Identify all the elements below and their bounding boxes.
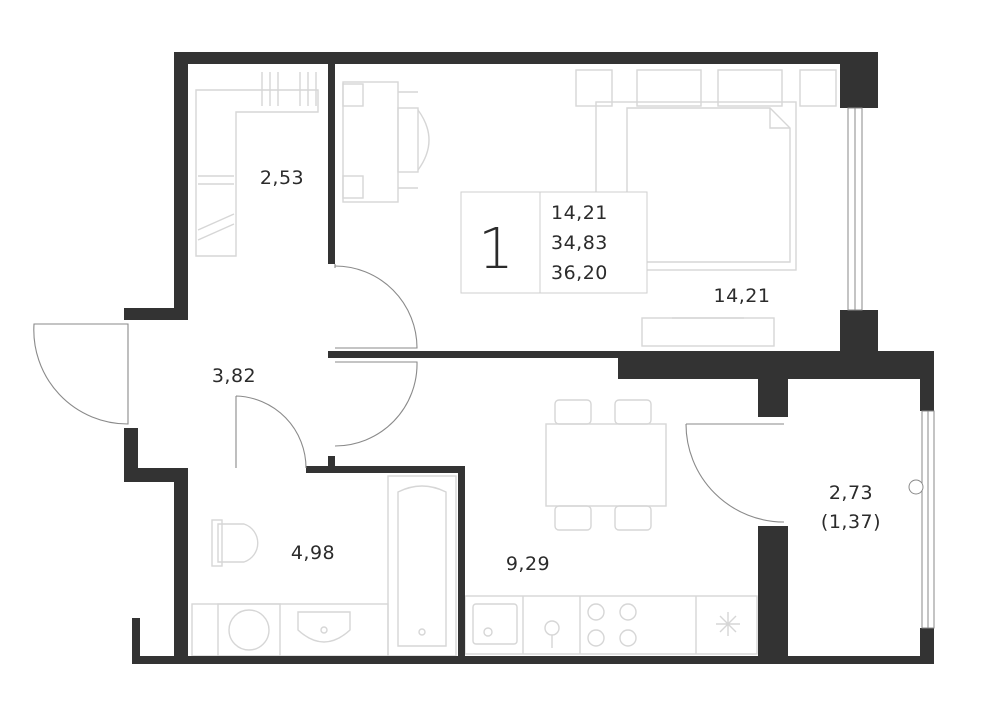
entrance-door — [33, 323, 129, 425]
washing-machine — [217, 603, 281, 657]
desk-chair — [397, 107, 419, 173]
kitchen-area: 9,29 — [506, 553, 550, 575]
bathroom-door — [235, 395, 307, 469]
balcony-reduced-area: (1,37) — [821, 511, 881, 533]
bed — [595, 101, 797, 271]
chair-3 — [554, 505, 592, 531]
room-labels: 2,53 14,21 3,82 4,98 9,29 2,73 (1,37) — [212, 167, 881, 575]
bedroom-door — [334, 265, 418, 349]
dining-table — [545, 423, 667, 507]
stove-burner-4 — [619, 629, 637, 647]
summary-box: 1 14,21 34,83 36,20 — [460, 191, 648, 294]
dishwasher-icon — [544, 620, 560, 636]
stove-burner-1 — [587, 603, 605, 621]
chair-1 — [554, 399, 592, 425]
balcony-door — [685, 423, 785, 523]
windows — [847, 107, 935, 629]
total-area-value: 34,83 — [551, 232, 608, 254]
living-area-value: 14,21 — [551, 202, 608, 224]
desk — [342, 81, 399, 203]
washbasin — [297, 611, 351, 643]
stove-burner-3 — [587, 629, 605, 647]
fan-icon — [716, 612, 740, 636]
toilet — [217, 523, 259, 563]
tv-stand — [641, 317, 775, 347]
rooms-count: 1 — [478, 217, 514, 282]
balcony-area: 2,73 — [829, 482, 873, 504]
doors — [33, 264, 785, 523]
pillow-right — [717, 69, 783, 107]
wardrobe-shelves — [195, 89, 319, 257]
pillow-left — [636, 69, 702, 107]
walls — [124, 52, 934, 664]
kitchen-sink — [472, 603, 518, 645]
total-with-balcony-value: 36,20 — [551, 262, 608, 284]
hallway-area: 3,82 — [212, 365, 256, 387]
stove-burner-2 — [619, 603, 637, 621]
chair-2 — [614, 399, 652, 425]
bathroom-area: 4,98 — [291, 542, 335, 564]
bedroom-area: 14,21 — [714, 285, 771, 307]
chair-4 — [614, 505, 652, 531]
wardrobe-area: 2,53 — [260, 167, 304, 189]
kitchen-door — [334, 361, 418, 447]
